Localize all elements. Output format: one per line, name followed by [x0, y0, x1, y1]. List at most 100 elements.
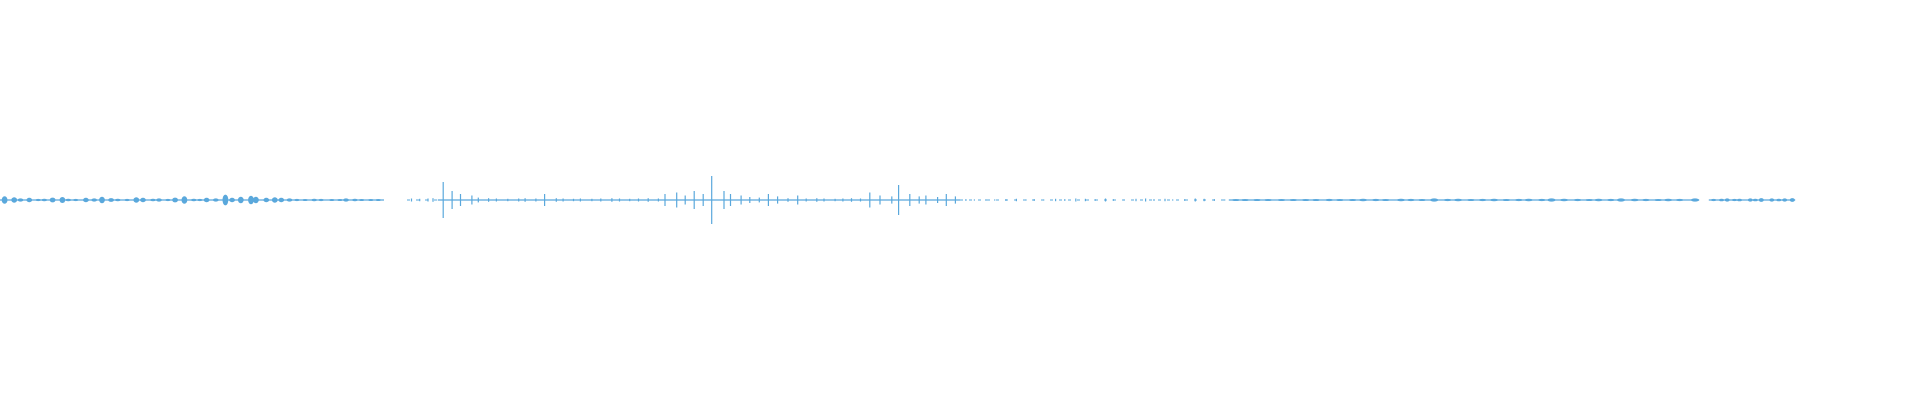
waveform-peak: [17, 198, 24, 202]
waveform-peak: [278, 197, 285, 203]
waveform-peak: [150, 198, 156, 202]
waveform-peak: [1430, 198, 1439, 202]
waveform-peak: [212, 198, 219, 202]
waveform-peak: [1348, 199, 1357, 201]
waveform-peak: [35, 198, 42, 202]
waveform-peak: [190, 198, 197, 202]
waveform-peak: [91, 198, 98, 202]
waveform-peak: [1782, 198, 1788, 202]
waveform-peak: [99, 196, 105, 204]
waveform-peak: [337, 199, 343, 201]
waveform-peak: [140, 197, 146, 203]
waveform-peak: [172, 197, 179, 203]
waveform-peak: [1769, 198, 1775, 202]
waveform-peak: [1311, 199, 1321, 201]
waveform-peak: [311, 198, 318, 202]
waveform-peak: [358, 199, 365, 201]
waveform-peak: [263, 197, 270, 203]
waveform-peak: [49, 197, 56, 203]
waveform-peak: [1264, 199, 1273, 201]
waveform-peak: [156, 198, 162, 202]
waveform-peak: [1747, 198, 1753, 202]
waveform-peak: [1, 196, 8, 204]
waveform-peak: [1641, 198, 1650, 202]
waveform-peak: [1381, 199, 1390, 201]
waveform-peak: [1616, 198, 1626, 202]
waveform-peak: [1737, 198, 1742, 202]
waveform-layer: [0, 176, 1796, 224]
waveform-peak: [1537, 198, 1546, 202]
waveform-peak: [1514, 198, 1523, 202]
waveform-peak: [367, 199, 374, 201]
waveform-peak: [286, 198, 293, 202]
waveform-peak: [108, 198, 114, 202]
waveform-peak: [1654, 199, 1663, 201]
waveform-peak: [1524, 198, 1533, 202]
waveform-peak: [1454, 198, 1463, 202]
waveform-peak: [1573, 198, 1582, 202]
waveform-peak: [1664, 198, 1673, 202]
waveform-peak: [1502, 199, 1511, 201]
waveform-peak: [1675, 198, 1684, 202]
waveform-peak: [1560, 198, 1569, 202]
waveform-peak: [1396, 198, 1406, 202]
waveform-peak: [11, 197, 18, 203]
waveform-peak: [26, 197, 33, 203]
waveform-peak: [1252, 199, 1262, 201]
waveform-peak: [248, 195, 254, 205]
waveform-peak: [203, 197, 210, 203]
waveform-peak: [1466, 199, 1475, 201]
waveform-peak: [1752, 198, 1758, 202]
waveform-peak: [1406, 198, 1415, 202]
waveform-peak: [302, 199, 308, 201]
waveform-peak: [1490, 198, 1499, 202]
waveform-peak: [1241, 199, 1250, 201]
waveform-peak: [1606, 198, 1615, 202]
waveform-peak: [1630, 198, 1639, 202]
waveform-peak: [59, 197, 66, 203]
waveform-peak: [1724, 198, 1730, 202]
waveform-peak: [1732, 198, 1737, 202]
waveform-peak: [1359, 198, 1368, 202]
waveform-peak: [352, 198, 358, 202]
waveform-peak: [1417, 199, 1427, 201]
waveform-peak: [41, 198, 48, 202]
waveform-peak: [1277, 199, 1286, 201]
waveform-peak: [1371, 198, 1380, 202]
waveform-peak: [1690, 198, 1700, 202]
waveform-peak: [65, 198, 72, 202]
waveform-peak: [1711, 198, 1717, 202]
waveform-peak: [114, 198, 121, 202]
waveform-peak: [294, 198, 300, 202]
waveform-peak: [133, 197, 140, 203]
waveform-peak: [1776, 198, 1782, 202]
waveform-peak: [271, 197, 278, 203]
waveform-peak: [181, 196, 188, 204]
waveform-peak: [124, 198, 130, 202]
waveform-peak: [83, 197, 89, 203]
waveform-peak: [1547, 198, 1556, 202]
waveform-peak: [253, 196, 259, 204]
waveform-peak: [328, 199, 335, 201]
waveform-peak: [1325, 198, 1334, 202]
waveform-peak: [1758, 198, 1764, 202]
waveform-peak: [375, 199, 382, 201]
waveform-peak: [318, 198, 324, 202]
waveform-peak: [1443, 198, 1452, 202]
waveform-peak: [72, 198, 79, 202]
waveform-peak: [343, 198, 349, 202]
waveform-peak: [1585, 199, 1594, 201]
waveform-peak: [196, 198, 203, 202]
waveform-peak: [229, 197, 236, 203]
waveform-peak: [1789, 198, 1795, 202]
waveform-peak: [1719, 198, 1724, 202]
waveform-peak: [222, 194, 229, 206]
waveform-peak: [165, 198, 171, 202]
waveform-peak: [1594, 198, 1603, 202]
waveform-peak: [237, 196, 244, 204]
waveform-peak: [1301, 199, 1310, 201]
waveform-peak: [1289, 199, 1298, 201]
waveform-peak: [1335, 199, 1344, 201]
